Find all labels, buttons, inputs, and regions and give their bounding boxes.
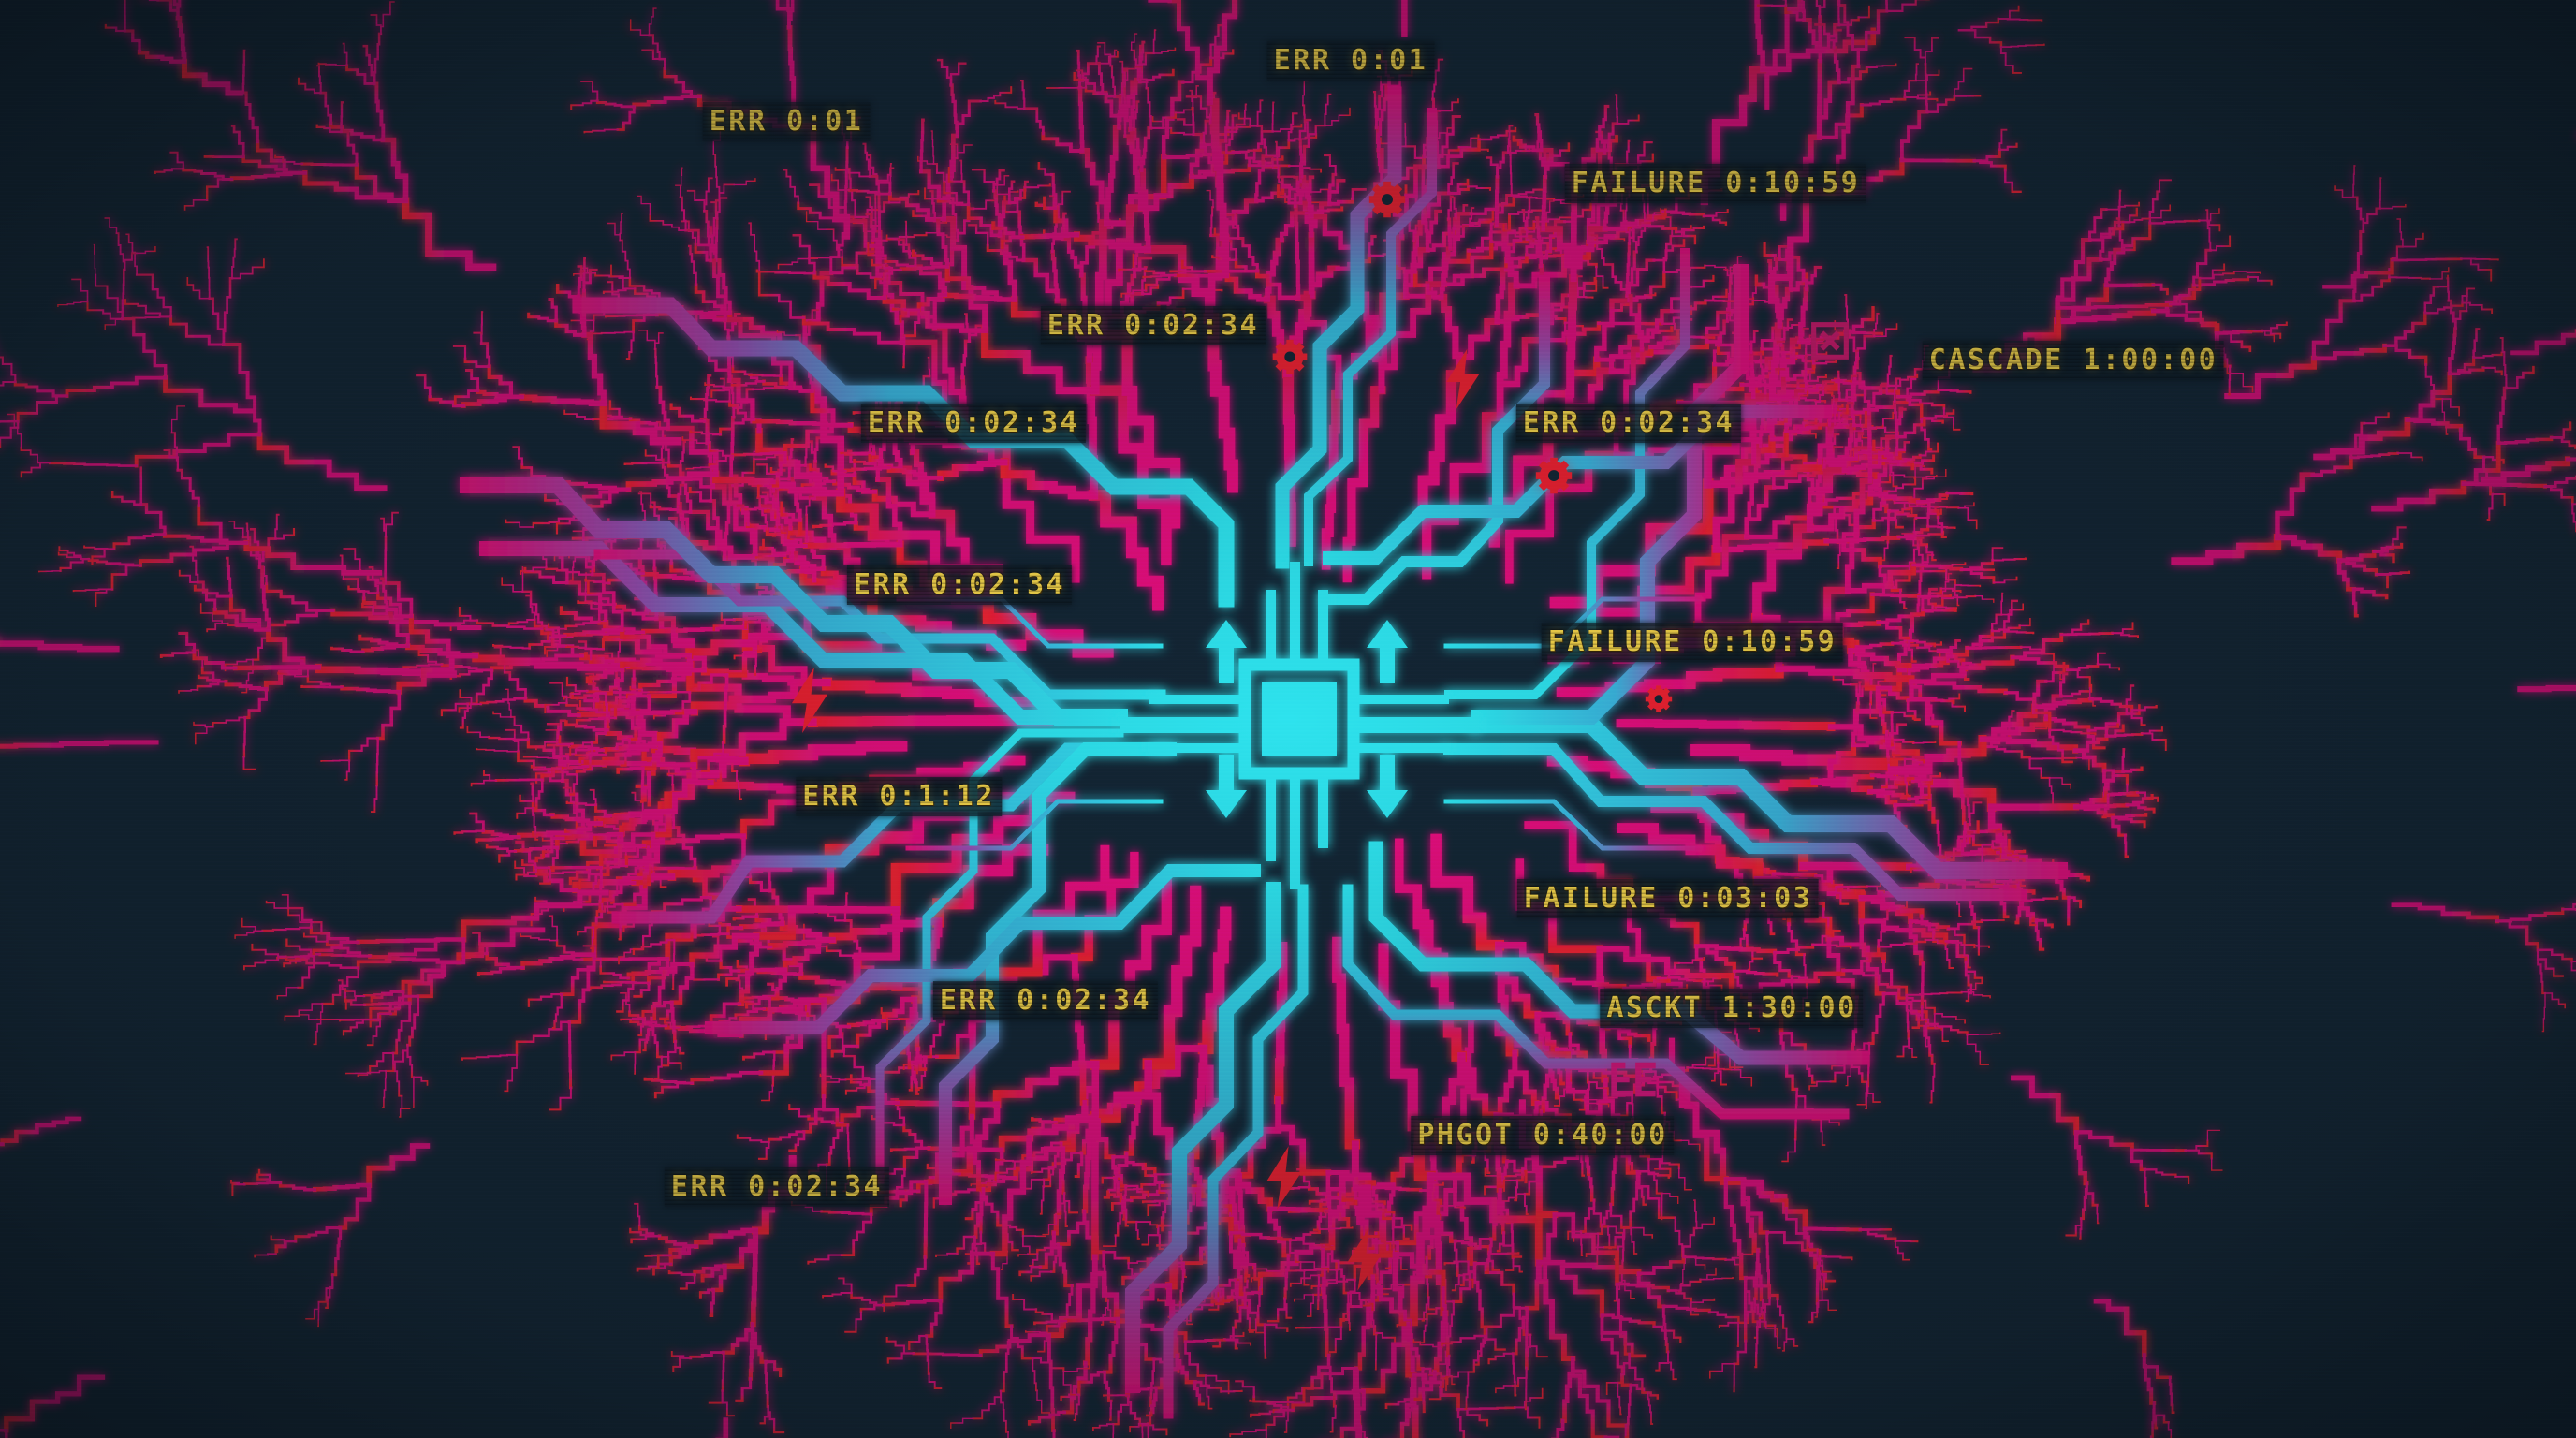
status-label-failure: FAILURE 0:10:59 xyxy=(1564,164,1867,203)
broken-chip-icon xyxy=(1806,316,1854,365)
status-label-asckt: ASCKT 1:30:00 xyxy=(1600,989,1864,1028)
gear-icon xyxy=(1269,338,1310,379)
cpu-core-chip xyxy=(1120,562,1479,889)
status-label-err: ERR 0:02:34 xyxy=(860,404,1087,443)
status-label-err: ERR 0:1:12 xyxy=(796,777,1002,816)
gear-icon xyxy=(1366,180,1409,223)
status-label-err: ERR 0:02:34 xyxy=(664,1167,890,1207)
status-label-err: ERR 0:01 xyxy=(702,102,871,141)
gear-icon xyxy=(1532,456,1575,499)
status-label-err: ERR 0:02:34 xyxy=(932,981,1159,1020)
core-bus-trace xyxy=(611,742,1177,924)
gear-icon xyxy=(1643,684,1675,716)
status-label-phgot: PHGOT 0:40:00 xyxy=(1411,1116,1675,1155)
core-bus-trace xyxy=(1443,799,1706,851)
status-label-err: ERR 0:02:34 xyxy=(1040,306,1266,345)
status-label-err: ERR 0:02:34 xyxy=(1515,404,1742,443)
lightning-bolt-icon xyxy=(1261,1146,1308,1210)
core-bus-trace xyxy=(1275,86,1402,569)
status-label-failure: FAILURE 0:03:03 xyxy=(1516,879,1820,918)
status-label-failure: FAILURE 0:10:59 xyxy=(1541,623,1844,662)
status-label-err: ERR 0:01 xyxy=(1266,41,1435,81)
lightning-bolt-icon xyxy=(785,667,834,734)
lightning-bolt-icon xyxy=(1341,1227,1388,1291)
status-label-err: ERR 0:02:34 xyxy=(846,565,1073,605)
lightning-bolt-icon xyxy=(1441,348,1486,410)
status-label-cascade: CASCADE 1:00:00 xyxy=(1922,341,2225,380)
circuit-fragment-icon xyxy=(1607,1058,1660,1099)
